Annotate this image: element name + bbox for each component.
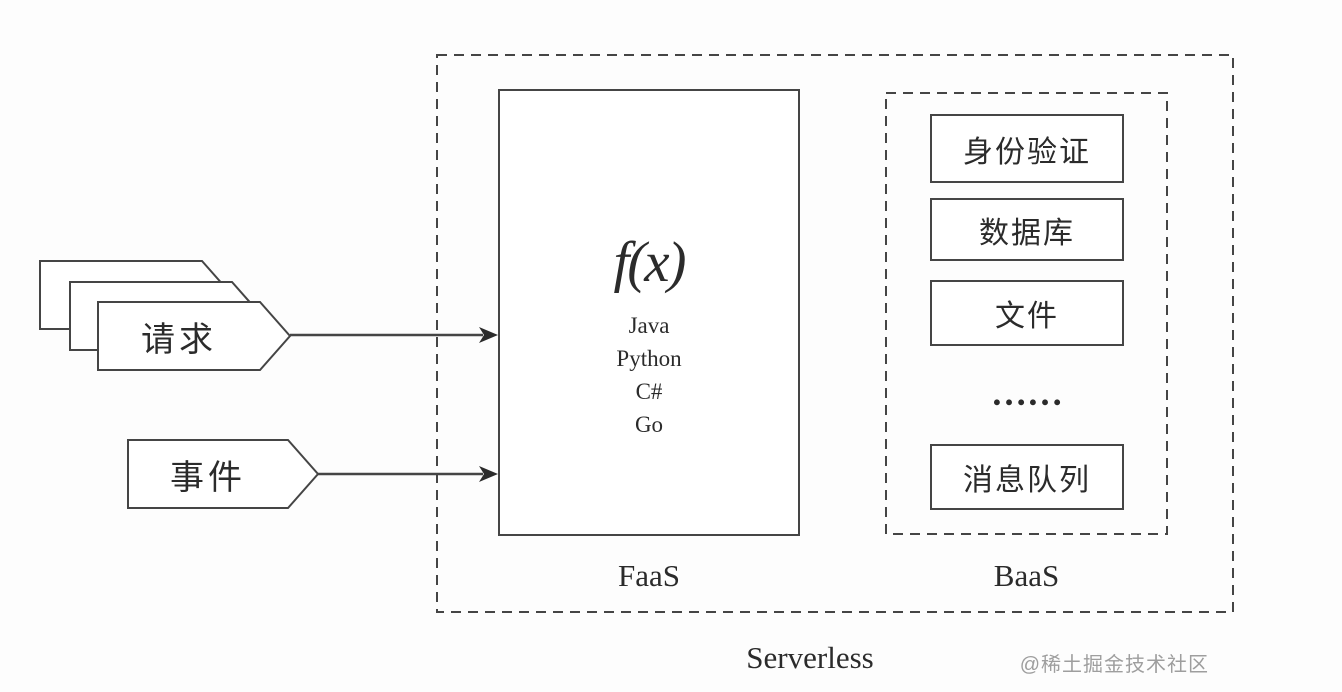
function-symbol: f(x) — [613, 231, 686, 294]
event-shape: 事件 — [126, 438, 326, 510]
language-item-python: Python — [616, 346, 682, 371]
service-box-message-queue: 消息队列 — [930, 444, 1124, 510]
services-ellipsis: …… — [991, 373, 1063, 413]
request-stack-shapes — [39, 260, 292, 371]
faas-label: FaaS — [618, 558, 680, 593]
baas-label: BaaS — [993, 558, 1060, 593]
baas-box: 身份验证 数据库 文件 …… 消息队列 — [885, 92, 1168, 535]
baas-boundary-rect — [885, 92, 1168, 535]
service-box-authentication: 身份验证 — [930, 114, 1124, 183]
language-list: Java Python C# Go — [500, 309, 798, 441]
event-pentagon — [127, 439, 320, 509]
serverless-boundary-rect — [436, 54, 1234, 613]
watermark: @稀土掘金技术社区 — [1019, 654, 1209, 676]
language-item-java: Java — [628, 313, 670, 338]
request-shape-stack: 请求 — [38, 258, 294, 372]
request-pentagon-front — [97, 301, 292, 371]
service-box-database: 数据库 — [930, 198, 1124, 261]
language-item-go: Go — [634, 412, 664, 437]
serverless-label: Serverless — [746, 640, 874, 675]
serverless-boundary-box — [436, 54, 1234, 613]
event-label: 事件 — [170, 459, 246, 497]
event-shape-svg — [127, 439, 320, 509]
request-label: 请求 — [141, 321, 217, 359]
language-item-csharp: C# — [635, 379, 663, 404]
service-box-file: 文件 — [930, 280, 1124, 346]
faas-box: f(x) Java Python C# Go — [498, 89, 800, 536]
